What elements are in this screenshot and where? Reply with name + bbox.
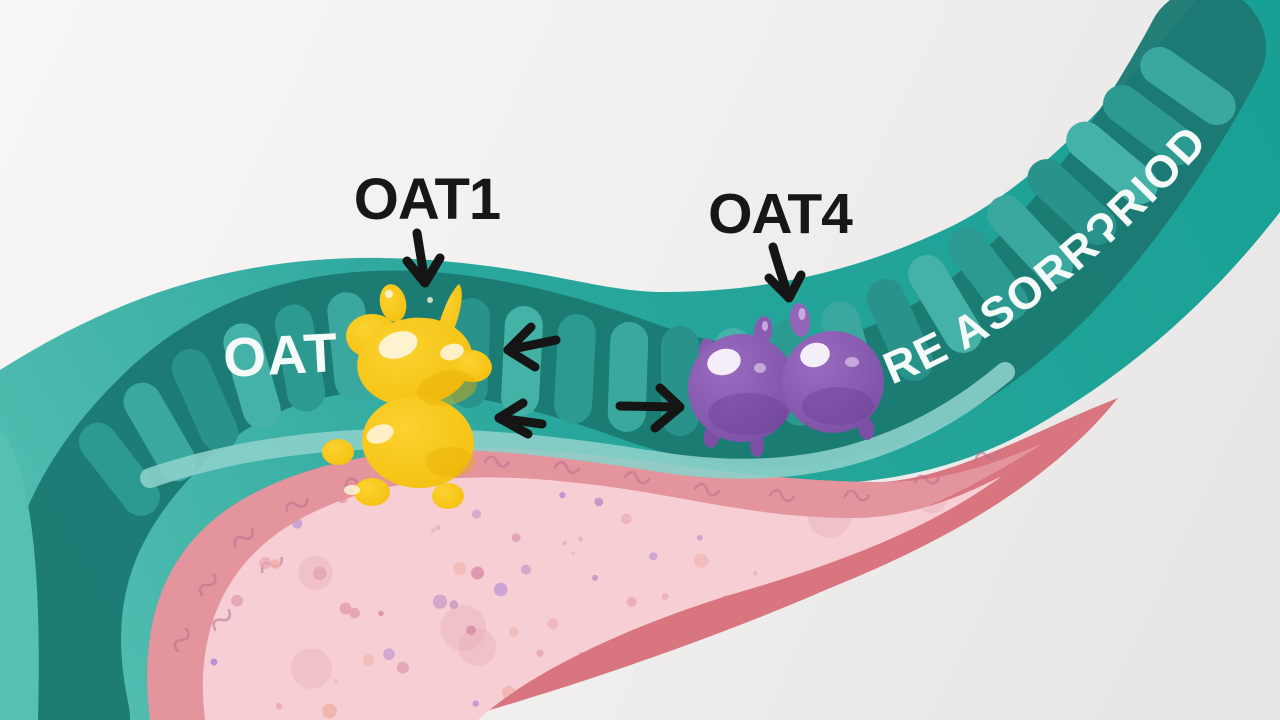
tissue-speckle: [313, 566, 327, 581]
tissue-speckle: [210, 658, 218, 666]
tissue-speckle: [696, 535, 703, 541]
left-arrow-upper-icon: [503, 322, 561, 372]
tissue-speckle: [620, 513, 632, 525]
tissue-patch: [440, 605, 487, 652]
tissue-speckle: [511, 533, 521, 543]
tissue-speckle: [471, 509, 482, 519]
tissue-inner-layer: [202, 476, 1002, 720]
left-arrow-lower-icon: [494, 398, 547, 439]
tissue-speckle: [1010, 657, 1021, 668]
tissue-speckle: [378, 610, 384, 617]
tissue-speckle: [809, 655, 824, 669]
tissue-speckle: [559, 492, 566, 499]
tissue-speckle: [333, 678, 339, 684]
right-arrow-icon: [615, 383, 685, 433]
tissue-speckle: [862, 620, 875, 632]
tissue-speckle: [322, 703, 337, 719]
tissue-speckle: [1032, 513, 1039, 520]
tissue-speckle: [472, 700, 479, 707]
tissue-speckle: [626, 596, 637, 607]
tissue-speckle: [752, 570, 758, 576]
tissue-speckle: [570, 551, 576, 556]
tissue-speckle: [536, 649, 544, 657]
tissue-speckle: [466, 625, 476, 635]
tissue-speckle: [435, 524, 441, 531]
tissue-speckle: [520, 564, 531, 575]
tissue-speckle: [693, 553, 709, 569]
oat4-transporter-icon: [688, 303, 884, 457]
tissue-speckle: [275, 703, 283, 710]
oat1-label: OAT1: [354, 167, 500, 232]
tubule-inner-strip: [140, 362, 1015, 488]
tissue-speckle: [349, 607, 360, 619]
oat1-transporter-icon: [322, 284, 492, 509]
oat1-arrow-icon: [402, 228, 445, 288]
tissue-speckle: [875, 583, 889, 597]
tissue-speckle: [362, 654, 375, 666]
tubule-wall-left: [0, 428, 39, 720]
tissue-speckle: [383, 648, 395, 661]
tissue-speckle: [471, 566, 485, 580]
annotation-arrows: [402, 228, 806, 439]
tissue-speckle: [493, 582, 508, 597]
tissue-patch: [902, 613, 927, 638]
tissue-speckle: [967, 542, 981, 556]
tissue-speckle: [1019, 620, 1030, 631]
tissue-speckle: [396, 661, 409, 674]
oat4-arrow-icon: [764, 242, 806, 303]
tissue-speckle: [259, 556, 272, 570]
tissue-speckle: [975, 556, 982, 563]
tissue-speckle: [735, 646, 748, 659]
tissue-speckle: [547, 618, 559, 630]
tissue-speckle: [663, 673, 671, 681]
tissue-speckle: [509, 627, 519, 637]
tissue-speckle: [592, 574, 599, 581]
tissue-speckle: [649, 552, 658, 561]
tissue-speckle: [926, 682, 940, 695]
tissue-speckle: [562, 540, 567, 546]
tissue-speckle: [778, 609, 786, 618]
tissue-speckle: [982, 529, 988, 535]
tissue-speckle: [231, 594, 244, 607]
tissue-speckle: [432, 594, 448, 609]
tissue-speckle: [577, 536, 584, 542]
tissue-speckle: [430, 528, 435, 533]
tissue-speckle: [681, 651, 687, 657]
tissue-patch: [813, 599, 862, 648]
tissue-speckle: [661, 592, 669, 601]
tissue-speckle: [610, 695, 622, 707]
tissue-speckle: [339, 602, 352, 615]
tissue-patch: [291, 648, 332, 689]
tissue-speckle: [1021, 492, 1033, 504]
tissue-patch: [458, 628, 497, 667]
tissue-speckle: [666, 666, 672, 671]
tissue-speckle: [449, 600, 459, 609]
tissue-speckle: [453, 561, 467, 576]
oat4-label: OAT4: [708, 182, 853, 246]
tissue-speckle: [880, 596, 891, 607]
tissue-speckle: [594, 497, 604, 507]
lumen-oat-label: OAT: [222, 321, 340, 389]
tissue-speckle: [270, 559, 281, 570]
